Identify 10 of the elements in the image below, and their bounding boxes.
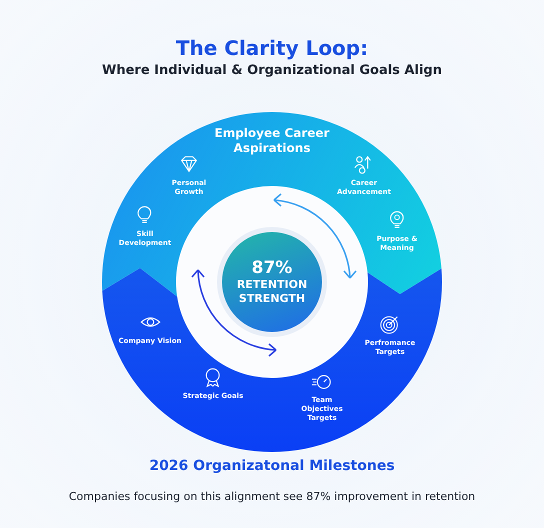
caption-text: Companies focusing on this alignment see 87% improvement in retention — [68, 490, 476, 503]
section-heading: 2026 Organizatonal Milestones — [148, 458, 396, 474]
subtitle: Where Individual & Organizational Goals Align — [101, 63, 443, 78]
center-label: RETENTION STRENGTH — [236, 278, 308, 306]
title: The Clarity Loop: — [174, 36, 370, 60]
percentage-value: 87% — [252, 258, 292, 278]
band-heading: Employee Career Aspirations — [214, 126, 330, 156]
ring-item — [182, 367, 244, 401]
ring-item — [364, 314, 416, 357]
ring-item — [374, 210, 420, 253]
